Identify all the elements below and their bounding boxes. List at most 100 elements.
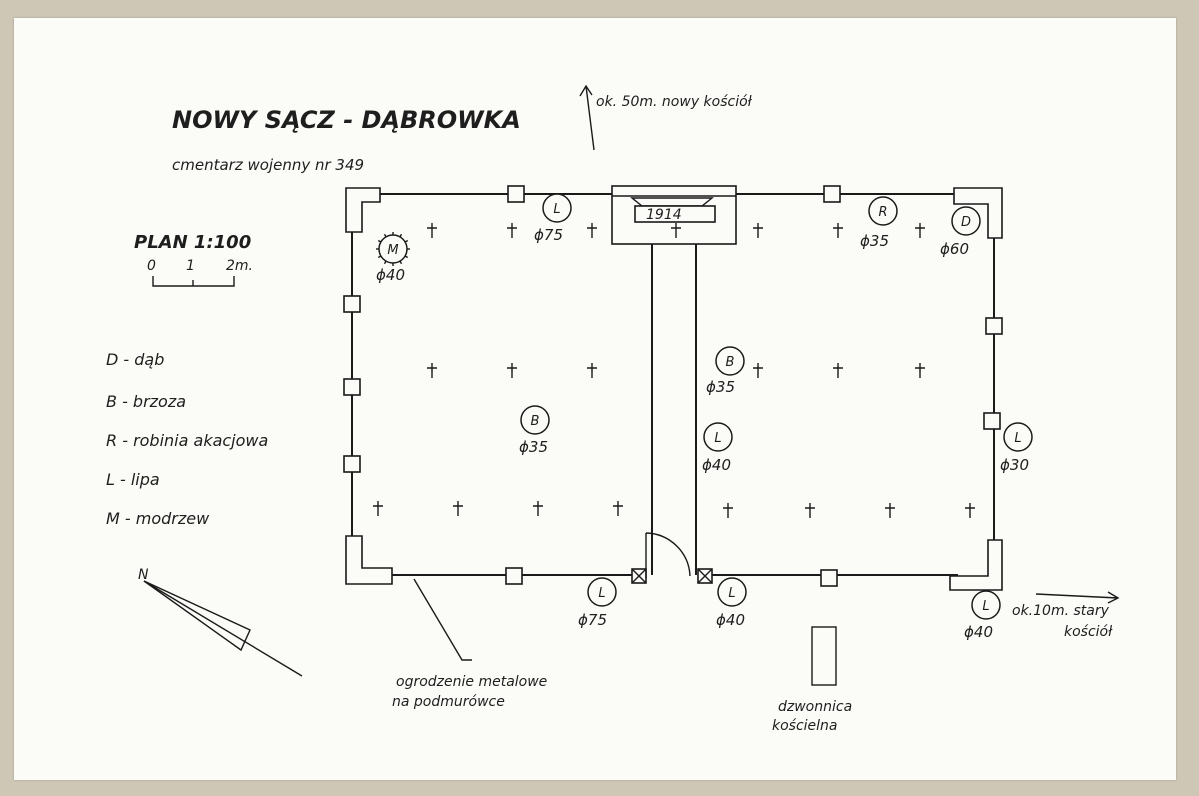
plan-sheet: NOWY SĄCZ - DĄBROWKA cmentarz wojenny nr… [14,18,1176,780]
legend-item-birch: B - brzoza [106,392,186,411]
tree-circle [971,590,1001,620]
new-church-note: ok. 50m. nowy kościół [596,94,753,110]
bottom-gate [631,532,713,584]
tree-diameter: ϕ35 [860,232,889,250]
belfry-note-line2: kościelna [772,718,838,734]
corner-post-top-right [953,187,1003,239]
scale-tick-2: 2m. [226,258,253,274]
tree-letter: M [387,243,398,258]
legend-item-linden: L - lipa [106,470,160,489]
tree-letter: B [531,414,540,429]
corner-post-bottom-right [949,539,1003,591]
legend: D - dąb B - brzoza R - robinia akacjowa … [106,350,268,528]
tree-letter: L [598,586,605,601]
wall-pillar [985,317,1003,335]
old-church-note-line2: kościół [1064,624,1113,640]
gate-structure: 1914 [611,185,737,245]
tree-circle [542,193,572,223]
tree-circle [951,206,981,236]
gate-door-swing [645,532,691,578]
tree-letter: D [961,215,971,230]
tree-diameter: ϕ35 [519,438,548,456]
tree-letter: L [728,586,735,601]
tree-letter: L [1014,431,1021,446]
tree-diameter: ϕ75 [578,611,607,629]
grave-cross-icon [427,363,437,378]
fence-leader-line [413,578,472,661]
grave-crosses [373,223,975,518]
wall-pillars [343,185,1003,587]
tree-circle [717,577,747,607]
wall-pillar [983,412,1001,430]
grave-cross-icon [427,223,437,238]
wall-pillar [343,378,361,396]
tree-diameter: ϕ40 [716,611,745,629]
scale-tick-1: 1 [186,258,195,274]
new-church-arrow: ok. 50m. nowy kościół [579,84,753,151]
scale-bar: PLAN 1:100 0 1 2m. [134,232,253,287]
corner-post-bottom-left [345,535,393,585]
fence-note-line1: ogrodzenie metalowe [396,674,547,690]
tree-diameter: ϕ75 [534,226,563,244]
tree-letter: L [714,431,721,446]
tree-letter: L [553,202,560,217]
tree-circle [1003,422,1033,452]
wall-pillar [343,455,361,473]
grave-cross-icon [885,503,895,518]
plan-title: NOWY SĄCZ - DĄBROWKA [172,106,521,134]
corner-post-top-left [345,187,381,233]
wall-pillar [505,567,523,585]
tree-letter: L [982,599,989,614]
arrow-to-old-church [1035,591,1120,604]
cemetery-plan-drawing: NOWY SĄCZ - DĄBROWKA cmentarz wojenny nr… [106,84,1120,734]
grave-cross-icon [373,501,383,516]
tree-circle [378,234,408,264]
tree-diameter: ϕ60 [940,240,969,258]
north-label: N [138,567,149,583]
central-path [651,244,697,575]
arrow-to-new-church [579,84,595,151]
grave-cross-icon [805,503,815,518]
grave-cross-icon [723,503,733,518]
legend-item-larch: M - modrzew [106,509,210,528]
grave-cross-icon [753,363,763,378]
grave-cross-icon [507,363,517,378]
gate-plaque [634,205,716,223]
grave-cross-icon [915,223,925,238]
wall-pillar [820,569,838,587]
grave-cross-icon [965,503,975,518]
tree-circle [715,346,745,376]
grave-cross-icon [753,223,763,238]
legend-item-locust: R - robinia akacjowa [106,431,268,450]
gate-post-left-mark [631,568,647,584]
tree-diameter: ϕ40 [702,456,731,474]
scale-tick-0: 0 [147,258,156,274]
belfry-outline [811,626,837,686]
cemetery-enclosure [351,193,995,584]
legend-item-oak: D - dąb [106,350,164,369]
tree-letter: B [726,355,735,370]
scale-title: PLAN 1:100 [134,232,251,253]
north-arrow-head [143,580,251,652]
tree-diameter: ϕ40 [964,623,993,641]
gate-year: 1914 [646,207,682,223]
grave-cross-icon [533,501,543,516]
fence-note: ogrodzenie metalowe na podmurówce [392,578,547,710]
tree-circle [520,405,550,435]
grave-cross-icon [613,501,623,516]
grave-cross-icon [833,363,843,378]
grave-cross-icon [915,363,925,378]
plan-subtitle: cmentarz wojenny nr 349 [172,156,364,174]
wall-pillar [343,295,361,313]
tree-letter: R [878,205,887,220]
tree-diameter: ϕ30 [1000,456,1029,474]
tree-circle [587,577,617,607]
